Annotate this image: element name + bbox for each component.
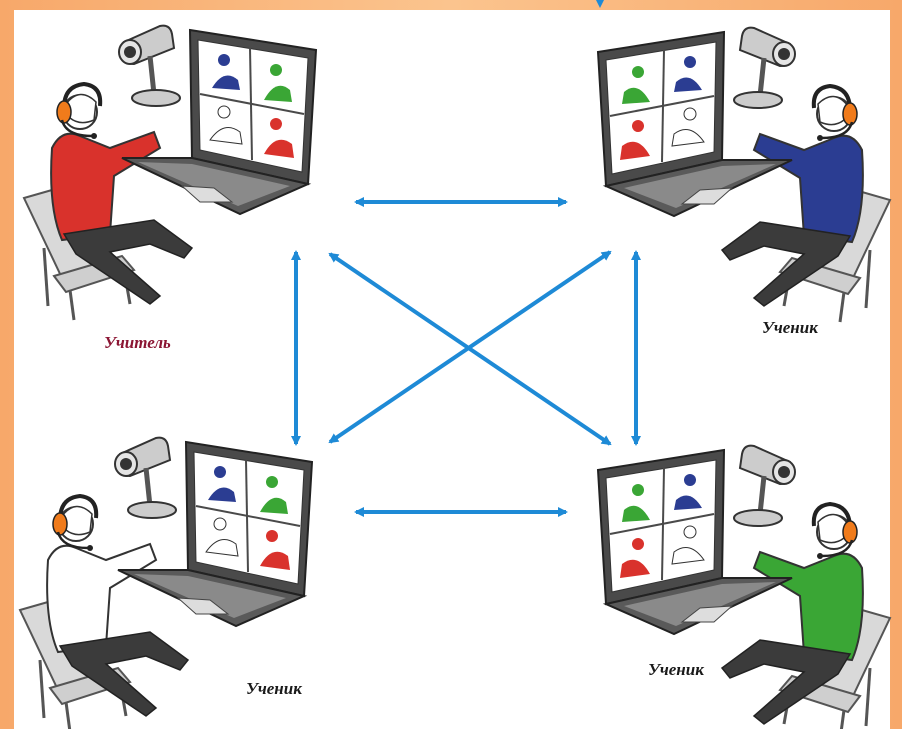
- student-label-bottom-left: Ученик: [246, 679, 302, 698]
- arrow-diagonal-up: [328, 250, 612, 444]
- top-edge-mark: [596, 0, 604, 8]
- student-label-bottom-right: Ученик: [648, 660, 704, 679]
- student-label-top-right: Ученик: [762, 318, 818, 337]
- teacher-label: Учитель: [104, 333, 171, 352]
- student-workstation-bottom-right: [598, 446, 890, 729]
- teacher-workstation: [24, 26, 316, 320]
- connection-arrows: [291, 197, 641, 517]
- student-workstation-top-right: [598, 28, 890, 322]
